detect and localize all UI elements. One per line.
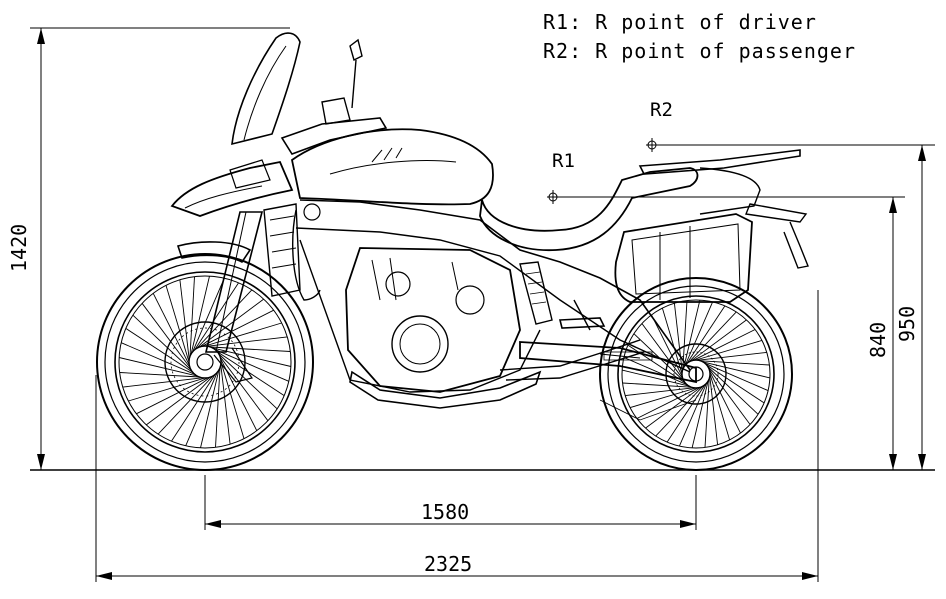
wheel-spoke — [627, 344, 686, 384]
wheel-spoke — [695, 339, 763, 361]
wheelbase-dimension: 1580 — [204, 475, 697, 530]
wheel-spoke — [709, 371, 741, 434]
wheel-spoke — [673, 303, 683, 372]
wheel-spoke — [218, 353, 278, 410]
rear-wheel — [599, 277, 793, 471]
wheel-spoke — [118, 357, 198, 377]
height-total-dimension: 1420 — [7, 27, 290, 470]
wheel-spoke — [192, 278, 225, 352]
wheel-spoke — [629, 387, 697, 409]
height-r1-label: 840 — [866, 322, 890, 358]
wheel-spoke — [641, 323, 684, 380]
wheel-spoke — [122, 377, 203, 388]
wheel-spoke — [215, 367, 221, 448]
legend-r2: R2: R point of passenger — [543, 39, 856, 63]
wheel-spoke — [702, 361, 771, 379]
wheelbase-label: 1580 — [421, 500, 469, 524]
wheel-spoke — [707, 366, 759, 415]
wheel-spoke — [179, 279, 190, 360]
wheel-spoke — [678, 382, 708, 447]
wheel-spoke — [165, 285, 190, 363]
wheel-spoke — [210, 346, 291, 352]
length-total-label: 2325 — [424, 552, 472, 576]
wheel-spoke — [196, 289, 253, 349]
wheel-spoke — [157, 375, 214, 435]
wheel-spoke — [200, 369, 220, 449]
wheel-spoke — [622, 382, 692, 388]
wheel-spoke — [623, 356, 688, 386]
wheel-spoke — [693, 329, 756, 361]
r2-marker: R2 — [646, 99, 673, 152]
wheel-spoke — [220, 364, 231, 445]
height-r2-dimension: 950 — [650, 144, 935, 470]
wheel-spoke — [141, 303, 191, 368]
wheel-spoke — [645, 386, 702, 429]
wheel-spoke — [666, 384, 706, 443]
wheel-spoke — [185, 372, 218, 446]
wheel-spoke — [688, 311, 737, 363]
wheel-spoke — [201, 309, 274, 347]
wheel-spoke — [691, 380, 709, 449]
wheel-spoke — [686, 305, 726, 364]
wheel-spoke — [189, 276, 195, 357]
wheel-spoke — [709, 373, 731, 441]
wheel-spoke — [636, 387, 699, 419]
wheel-spoke — [708, 368, 751, 425]
r1-marker: R1 — [547, 150, 575, 204]
wheel-spoke — [121, 342, 195, 375]
wheel-spoke — [219, 356, 269, 421]
legend-r1: R1: R point of driver — [543, 10, 817, 34]
wheel-spoke — [125, 328, 193, 373]
motorcycle-illustration — [96, 32, 809, 471]
wheel-spoke — [684, 301, 714, 366]
wheel-spoke — [171, 374, 216, 442]
height-r1-dimension: 840 — [553, 196, 905, 470]
wheel-spoke — [194, 282, 239, 350]
wheel-spoke — [207, 336, 288, 347]
wheel-spoke — [706, 364, 765, 404]
wheel-spoke — [119, 372, 200, 378]
wheel-spoke — [217, 351, 285, 396]
wheel-spoke — [625, 387, 694, 397]
wheel-spoke — [152, 293, 190, 366]
wheel-spoke — [698, 351, 767, 361]
wheel-spoke — [220, 361, 245, 439]
wheel-spoke — [215, 349, 289, 382]
wheel-spoke — [655, 385, 704, 437]
height-r2-label: 950 — [895, 306, 919, 342]
wheel-spoke — [683, 299, 701, 368]
wheel-spoke — [199, 298, 264, 348]
wheel-spoke — [690, 319, 747, 362]
wheel-spoke — [128, 377, 206, 402]
wheel-spoke — [146, 376, 211, 426]
height-total-label: 1420 — [7, 224, 31, 272]
wheel-spoke — [132, 314, 192, 371]
wheel-spoke — [709, 376, 719, 445]
length-total-dimension: 2325 — [95, 290, 819, 582]
r2-marker-label: R2 — [650, 99, 673, 121]
wheel-spoke — [190, 275, 210, 355]
r1-marker-label: R1 — [552, 150, 575, 172]
wheel-spoke — [704, 362, 769, 392]
wheel-spoke — [682, 300, 688, 370]
front-wheel — [96, 253, 314, 471]
wheel-spoke — [136, 377, 209, 415]
wheel-spoke — [704, 378, 710, 448]
wheel-spoke — [621, 369, 690, 387]
wheel-spoke — [700, 360, 770, 366]
